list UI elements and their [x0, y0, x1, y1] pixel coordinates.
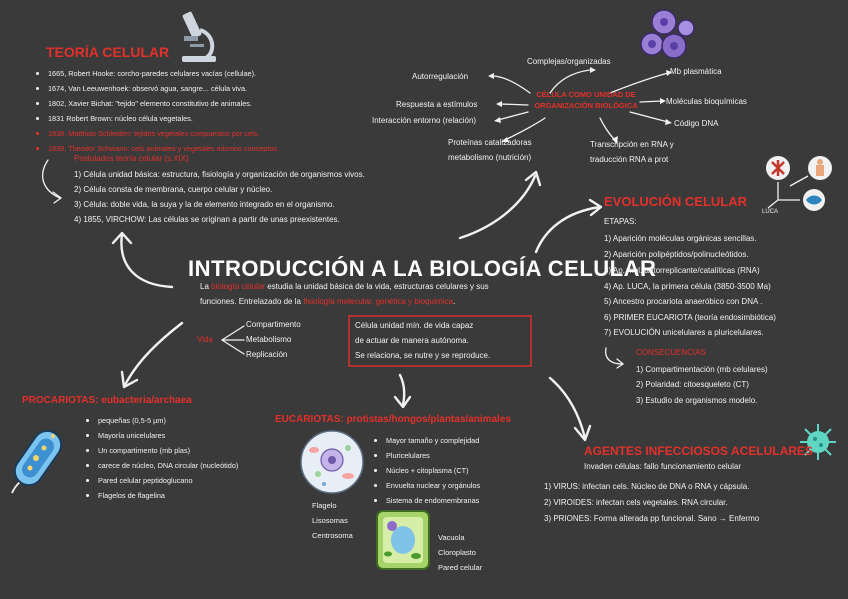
list-item: 1674, Van Leeuwenhoek: observó agua, san… — [34, 81, 279, 96]
animal-cell-icon — [300, 430, 364, 494]
page-title: INTRODUCCIÓN A LA BIOLOGÍA CELULAR — [188, 256, 657, 281]
list-item: Flagelos de flagelina — [84, 488, 238, 503]
sistema-proteinas-2: metabolismo (nutrición) — [448, 153, 532, 162]
sistema-transcripcion-1: Transcripción en RNA y — [590, 140, 674, 149]
evolucion-title: EVOLUCIÓN CELULAR — [604, 194, 747, 209]
eucariotas-list: Mayor tamaño y complejidad Pluricelulare… — [372, 433, 480, 508]
sistema-respuesta: Respuesta a estímulos — [396, 100, 478, 109]
procariotas-list: pequeñas (0,5-5 µm) Mayoría unicelulares… — [84, 413, 238, 503]
plant-cell-icon — [376, 510, 430, 570]
list-item: Mayoría unicelulares — [84, 428, 238, 443]
sistema-proteinas-1: Proteínas catalizadoras — [448, 138, 532, 147]
list-item: Envuelta nuclear y orgánulos — [372, 478, 480, 493]
plant-cell-label: Pared celular — [438, 563, 483, 572]
microscope-icon — [182, 11, 216, 62]
animal-cell-label: Flagelo — [312, 501, 337, 510]
list-item: Núcleo + citoplasma (CT) — [372, 463, 480, 478]
procariotas-title: PROCARIOTAS: eubacteria/archaea — [22, 395, 192, 406]
etapas-label: ETAPAS: — [604, 217, 637, 226]
postulado-2: 2) Célula consta de membrana, cuerpo cel… — [74, 185, 273, 194]
list-item: Sistema de endomembranas — [372, 493, 480, 508]
list-item: carece de núcleo, DNA circular (nucleóti… — [84, 458, 238, 473]
vida-label: Vida — [197, 335, 213, 344]
consecuencia-item: 1) Compartimentación (mb celulares) — [636, 365, 768, 374]
consecuencia-item: 2) Polaridad: citoesqueleto (CT) — [636, 380, 749, 389]
virus-icon — [800, 424, 836, 460]
etapa-item: 6) PRIMER EUCARIOTA (teoría endosimbióti… — [604, 313, 776, 322]
animal-cell-label: Centrosoma — [312, 531, 353, 540]
celula-box-line: Se relaciona, se nutre y se reproduce. — [355, 351, 491, 360]
bacterium-icon — [11, 429, 63, 494]
cell-cluster-icon — [640, 9, 695, 59]
plant-cell-label: Vacuola — [438, 533, 465, 542]
agentes-subtitle: Invaden células: fallo funcionamiento ce… — [584, 462, 741, 471]
agente-item: 2) VIROIDES: infectan cels vegetales. RN… — [544, 498, 728, 507]
sistema-transcripcion-2: traducción RNA a prot — [590, 155, 669, 164]
vida-item: Replicación — [246, 350, 288, 359]
sistema-mb: Mb plasmática — [670, 67, 722, 76]
list-item: pequeñas (0,5-5 µm) — [84, 413, 238, 428]
list-item: Pluricelulares — [372, 448, 480, 463]
vida-item: Metabolismo — [246, 335, 292, 344]
postulados-title: Postulados teoría celular (s.XIX) — [74, 154, 189, 163]
etapa-item: 1) Aparición moléculas orgánicas sencill… — [604, 234, 757, 243]
intro-highlight-2: fisiología molecular, genética y bioquím… — [303, 297, 454, 306]
etapa-item: 3) Ap. mol. autorreplicante/catalíticas … — [604, 266, 760, 275]
list-item: Mayor tamaño y complejidad — [372, 433, 480, 448]
etapa-item: 7) EVOLUCIÓN unicelulares a pluricelular… — [604, 328, 764, 337]
etapa-item: 5) Ancestro procariota anaeróbico con DN… — [604, 297, 763, 306]
agente-item: 3) PRIONES: Forma alterada pp funcional.… — [544, 514, 760, 523]
sistema-complejas: Complejas/organizadas — [527, 57, 611, 66]
celula-box-line: de actuar de manera autónoma. — [355, 336, 469, 345]
sistema-interaccion: Interacción entorno (relación) — [372, 116, 477, 125]
list-item: 1802, Xavier Bichat: "tejido" elemento c… — [34, 96, 279, 111]
eucariotas-title: EUCARIOTAS: protistas/hongos/plantas/ani… — [275, 414, 511, 425]
luca-label: LUCA — [762, 209, 779, 215]
vida-item: Compartimento — [246, 320, 301, 329]
sistema-codigo: Código DNA — [674, 119, 719, 128]
list-item: Pared celular peptidoglucano — [84, 473, 238, 488]
sistema-autorregulacion: Autorregulación — [412, 72, 469, 81]
etapa-item: 2) Aparición polipéptidos/polinucleótido… — [604, 250, 749, 259]
animal-cell-label: Lisosomas — [312, 516, 348, 525]
sistema-center: CÉLULA COMO UNIDAD DE ORGANIZACIÓN BIOLÓ… — [534, 90, 638, 110]
intro-line-1: La biología celular estudia la unidad bá… — [200, 282, 489, 291]
sistema-moleculas: Moléculas bioquímicas — [666, 97, 747, 106]
intro-line-2: funciones. Entrelazado de la fisiología … — [200, 297, 456, 306]
phylogeny-icon — [766, 156, 832, 211]
teoria-list: 1665, Robert Hooke: corcho-paredes celul… — [34, 66, 279, 156]
consecuencia-item: 3) Estudio de organismos modelo. — [636, 396, 758, 405]
plant-cell-label: Cloroplasto — [438, 548, 476, 557]
list-item: 1838, Matthias Schleiden: tejidos vegeta… — [34, 126, 279, 141]
postulado-1: 1) Célula unidad básica: estructura, fis… — [74, 170, 365, 179]
list-item: 1839, Theodor Schwann: cels animales y v… — [34, 141, 279, 156]
agente-item: 1) VIRUS: infectan cels. Núcleo de DNA o… — [544, 482, 750, 491]
agentes-title: AGENTES INFECCIOSOS ACELULARES — [584, 444, 813, 458]
postulado-4: 4) 1855, VIRCHOW: Las células se origina… — [74, 215, 340, 224]
consecuencias-label: CONSECUENCIAS — [636, 348, 706, 357]
teoria-title: TEORÍA CELULAR — [46, 44, 170, 60]
list-item: Un compartimento (mb plas) — [84, 443, 238, 458]
celula-box-line: Célula unidad mín. de vida capaz — [355, 321, 474, 330]
intro-highlight-1: biología celular — [211, 282, 265, 291]
etapa-item: 4) Ap. LUCA, la primera célula (3850-350… — [604, 282, 771, 291]
postulado-3: 3) Célula: doble vida, la suya y la de e… — [74, 200, 335, 209]
list-item: 1831 Robert Brown: núcleo célula vegetal… — [34, 111, 279, 126]
list-item: 1665, Robert Hooke: corcho-paredes celul… — [34, 66, 279, 81]
